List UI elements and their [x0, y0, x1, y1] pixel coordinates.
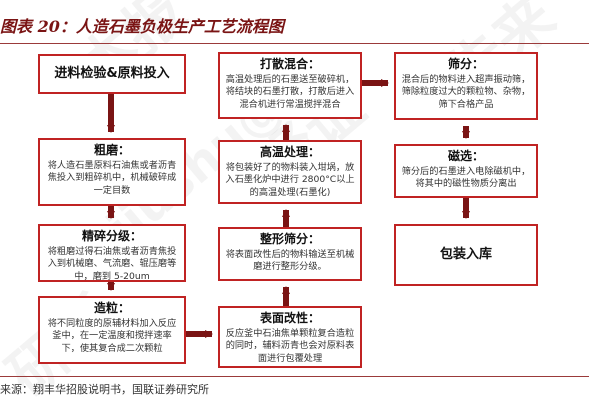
title-rule — [0, 43, 589, 44]
step-material-input: 进料检验&原料投入 — [38, 54, 186, 94]
step-title: 包装入库 — [439, 247, 492, 262]
step-text: 将包装好了的物料装入坩埚，放入石墨化炉中进行 2800°C以上的高温处理(石墨化… — [225, 162, 355, 198]
step-title: 磁选： — [447, 149, 484, 163]
step-text: 混合后的物料进入超声振动筛，筛除粒度过大的颗粒物、杂物，筛下合格产品 — [401, 74, 531, 110]
step-text: 将人造石墨原料石油焦或者沥青焦投入到粗碎机中，机械破碎成一定目数 — [47, 160, 177, 196]
step-title: 筛分： — [447, 57, 484, 71]
step-screening: 筛分： 混合后的物料进入超声振动筛，筛除粒度过大的颗粒物、杂物，筛下合格产品 — [394, 52, 538, 120]
step-text: 将表面改性后的物料输送至机械磨进行整形分级。 — [225, 249, 355, 273]
step-text: 筛分后的石墨进入电除磁机中，将其中的磁性物质分离出 — [401, 166, 531, 190]
step-coarse-grinding: 粗磨： 将人造石墨原料石油焦或者沥青焦投入到粗碎机中，机械破碎成一定目数 — [38, 138, 186, 206]
step-title: 精碎分级： — [81, 229, 142, 243]
step-title: 打散混合： — [259, 57, 320, 71]
step-fine-grinding: 精碎分级： 将粗磨过得石油焦或者沥青焦投入到机械磨、气流磨、辊压磨等中，磨到 5… — [38, 224, 186, 282]
step-text: 高温处理后的石墨送至破碎机，将结块的石墨打散，打散后进入混合机进行常温搅拌混合 — [225, 74, 355, 110]
source-note: 来源：翔丰华招股说明书，国联证券研究所 — [0, 383, 209, 396]
step-title: 整形筛分： — [259, 232, 320, 246]
step-title: 进料检验&原料投入 — [54, 66, 170, 81]
figure-title: 图表 20：人造石墨负极生产工艺流程图 — [0, 17, 284, 36]
step-granulation: 造粒： 将不同粒度的原辅材料加入反应釜中，在一定温度和搅拌速率下，使其复合成二次… — [38, 296, 186, 364]
step-high-temperature: 高温处理： 将包装好了的物料装入坩埚，放入石墨化炉中进行 2800°C以上的高温… — [218, 140, 362, 204]
step-magnetic-separation: 磁选： 筛分后的石墨进入电除磁机中，将其中的磁性物质分离出 — [394, 144, 538, 198]
step-breakup-mixing: 打散混合： 高温处理后的石墨送至破碎机，将结块的石墨打散，打散后进入混合机进行常… — [218, 52, 362, 119]
step-shaping-sieving: 整形筛分： 将表面改性后的物料输送至机械磨进行整形分级。 — [218, 227, 362, 281]
step-title: 高温处理： — [259, 145, 320, 159]
step-packaging-storage: 包装入库 — [394, 224, 538, 286]
step-text: 反应釜中石油焦单颗粒复合造粒的同时，辅料沥青也会对原料表面进行包覆处理 — [225, 328, 355, 364]
step-text: 将不同粒度的原辅材料加入反应釜中，在一定温度和搅拌速率下，使其复合成二次颗粒 — [47, 318, 177, 354]
step-title: 造粒： — [93, 301, 130, 315]
step-title: 粗磨： — [93, 143, 130, 157]
step-text: 将粗磨过得石油焦或者沥青焦投入到机械磨、气流磨、辊压磨等中，磨到 5-20um — [47, 246, 177, 282]
footer-rule — [0, 376, 589, 377]
step-title: 表面改性： — [259, 311, 320, 325]
step-surface-modification: 表面改性： 反应釜中石油焦单颗粒复合造粒的同时，辅料沥青也会对原料表面进行包覆处… — [218, 306, 362, 368]
